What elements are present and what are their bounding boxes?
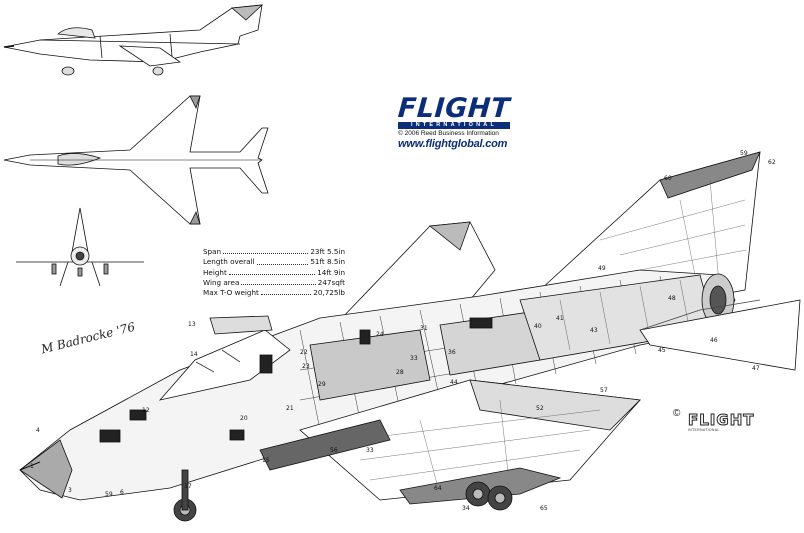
callout-45: 45 (658, 347, 666, 354)
front-view (16, 207, 144, 287)
spec-row: Length overall 51ft 8.5in (203, 257, 345, 267)
callout-62: 62 (768, 159, 776, 166)
brand-copyright: © 2006 Reed Business Information (398, 130, 499, 137)
callout-40: 40 (534, 323, 542, 330)
callout-1: 1 (30, 463, 34, 470)
callout-56: 56 (330, 447, 338, 454)
side-view (3, 4, 264, 76)
callout-15: 15 (262, 457, 270, 464)
spec-row: Height 14ft 9in (203, 268, 345, 278)
callout-49: 49 (598, 265, 606, 272)
stamp-sub: INTERNATIONAL (688, 428, 720, 432)
brand-url: www.flightglobal.com (398, 138, 508, 150)
callout-59: 59 (105, 491, 113, 498)
callout-57: 57 (600, 387, 608, 394)
callout-52: 52 (536, 405, 544, 412)
spec-label: Span (203, 247, 222, 256)
brand-subtitle: INTERNATIONAL (398, 122, 510, 129)
callout-41: 41 (556, 315, 564, 322)
spec-value: 20,725lb (313, 288, 345, 298)
spec-label: Height (203, 267, 227, 277)
copyright-symbol: © (673, 408, 681, 419)
callout-23: 23 (302, 363, 310, 370)
callout-46: 46 (710, 337, 718, 344)
spec-row: Max T-O weight 20,725lb (203, 288, 345, 298)
spec-value: 51ft 8.5in (310, 257, 345, 267)
spec-row: Wing area 247sqft (203, 278, 345, 288)
callout-21: 21 (286, 405, 294, 412)
callout-24: 24 (376, 331, 384, 338)
cutaway-main (19, 151, 801, 522)
spec-value: 23ft 5.5in (310, 247, 345, 256)
callout-31: 31 (420, 325, 428, 332)
callout-43: 43 (590, 327, 598, 334)
spec-table: Span 23ft 5.5in Length overall 51ft 8.5i… (203, 247, 345, 298)
callout-28: 28 (396, 369, 404, 376)
callout-29: 29 (318, 381, 326, 388)
callout-3: 3 (68, 487, 72, 494)
callout-47: 47 (752, 365, 760, 372)
callout-4: 4 (36, 427, 40, 434)
callout-14: 14 (190, 351, 198, 358)
callout-65: 65 (540, 505, 548, 512)
callout-33: 33 (410, 355, 418, 362)
callout-12: 12 (142, 407, 150, 414)
callout-34: 34 (462, 505, 470, 512)
spec-label: Wing area (203, 277, 240, 287)
brand-logo-text: FLIGHT (396, 93, 511, 124)
callout-36: 36 (448, 349, 456, 356)
callout-20: 20 (240, 415, 248, 422)
callout-17: 17 (184, 483, 192, 490)
callout-64: 64 (434, 485, 442, 492)
callout-44: 44 (450, 379, 458, 386)
spec-value: 247sqft (317, 277, 345, 287)
spec-value: 14ft 9in (317, 267, 345, 277)
callout-33b: 33 (366, 447, 374, 454)
top-view (3, 95, 269, 225)
spec-label: Max T-O weight (203, 288, 259, 298)
callout-13: 13 (188, 321, 196, 328)
callout-48: 48 (668, 295, 676, 302)
callout-labels: 1 3 4 6 59 12 13 14 20 21 22 23 24 28 29… (30, 150, 776, 512)
flight-international-logo: FLIGHT INTERNATIONAL © 2006 Reed Busines… (396, 93, 511, 150)
flight-stamp: FLIGHT INTERNATIONAL (687, 411, 755, 432)
callout-59b: 59 (740, 150, 748, 157)
callout-60: 60 (664, 175, 672, 182)
callout-22: 22 (300, 349, 308, 356)
callout-6: 6 (120, 489, 124, 496)
spec-row: Span 23ft 5.5in (203, 247, 345, 257)
stamp-word: FLIGHT (687, 411, 755, 429)
spec-label: Length overall (203, 257, 255, 267)
